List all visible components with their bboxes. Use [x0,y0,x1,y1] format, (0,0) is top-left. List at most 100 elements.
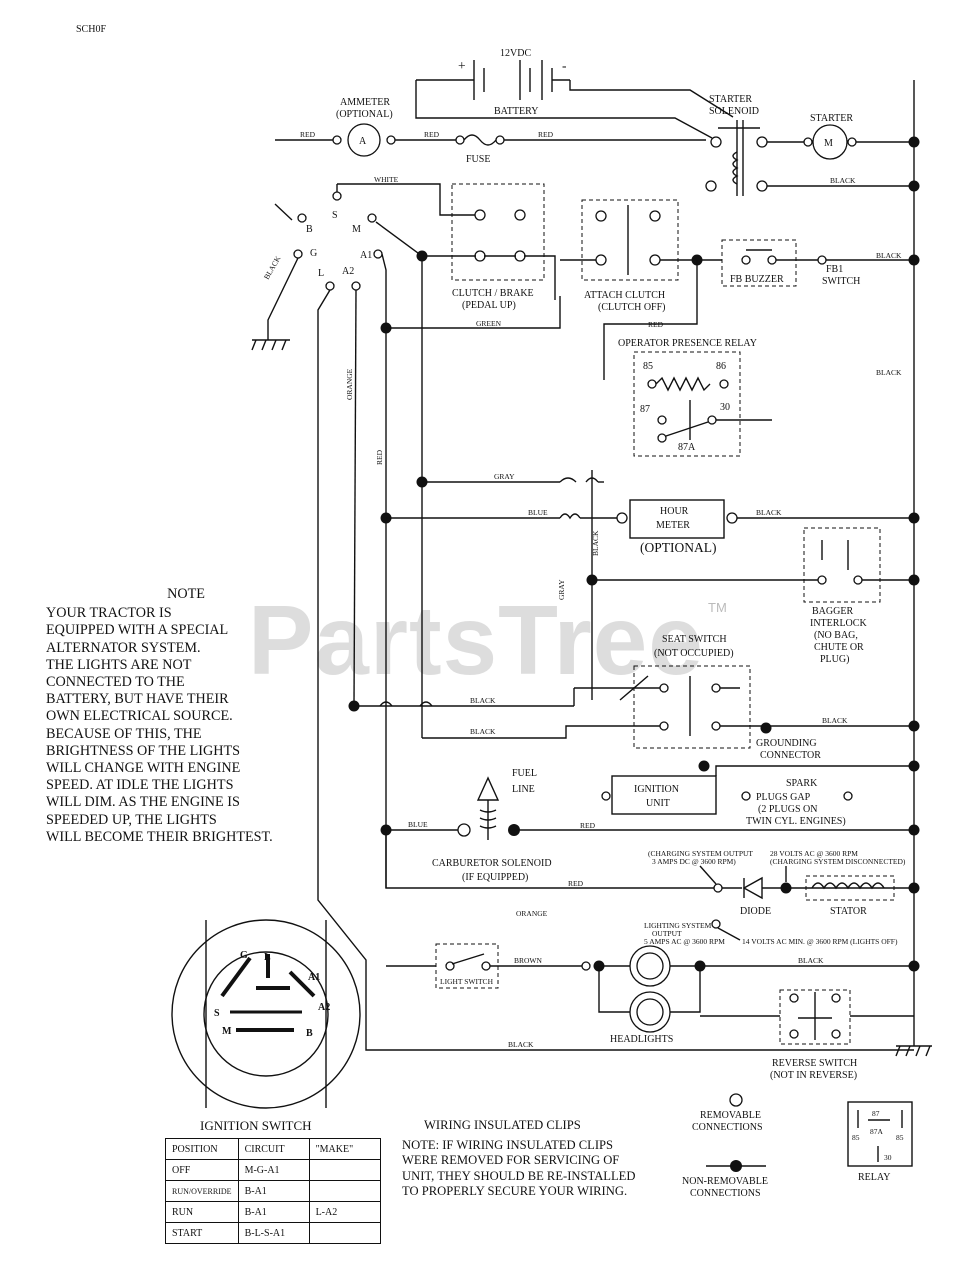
wire-black-seat-2: BLACK [470,727,496,736]
note-line: YOUR TRACTOR IS [46,605,172,622]
table-cell: RUN/OVERRIDE [165,1180,239,1202]
ground-symbol-right [895,1045,932,1057]
ground-symbol-left [251,339,290,351]
light-switch-label: LIGHT SWITCH [440,977,494,986]
wire-black-seat-1: BLACK [470,696,496,705]
operator-presence-relay: OPERATOR PRESENCE RELAY 85 86 87 30 87A [618,338,757,457]
starter-solenoid-label-1: STARTER [709,94,752,105]
note-line: BECAUSE OF THIS, THE [46,725,202,742]
face-B: B [306,1028,313,1039]
light-volts: 14 VOLTS AC MIN. @ 3600 RPM (LIGHTS OFF) [742,937,898,946]
wire-black-vert: BLACK [591,530,600,556]
nonremovable-label-2: CONNECTIONS [690,1188,761,1199]
removable-label-2: CONNECTIONS [692,1122,763,1133]
table-header-cell: "MAKE" [308,1138,381,1160]
hour-meter: HOUR METER (OPTIONAL) [616,499,738,555]
lighting-output: LIGHTING SYSTEM OUTPUT 5 AMPS AC @ 3600 … [644,919,898,946]
note-line: WILL BECOME THEIR BRIGHTEST. [46,828,273,845]
ammeter-label: AMMETER [340,97,390,108]
bagger-label-4: CHUTE OR [814,642,864,653]
wire-orange: ORANGE [345,368,354,400]
seat-label-2: (NOT OCCUPIED) [654,648,734,659]
opr-87: 87 [640,404,650,415]
ground-conn-label-1: GROUNDING [756,738,817,749]
carb-label-1: CARBURETOR SOLENOID [432,858,552,869]
starter-motor: M STARTER [803,113,857,160]
ign-term-S: S [332,210,338,221]
light-out-1: LIGHTING SYSTEM [644,921,712,930]
ignition-switch-face: G L A1 A2 S M B [171,919,361,1109]
face-A1: A1 [308,972,320,983]
note-line: WILL DIM. AS THE ENGINE IS [46,794,240,811]
ign-term-A1: A1 [360,250,372,261]
clips-line: TO PROPERLY SECURE YOUR WIRING. [402,1184,628,1198]
starter-solenoid: STARTER SOLENOID [705,94,768,196]
table-cell: B-L-S-A1 [237,1222,310,1244]
clutch-label-2: (PEDAL UP) [462,300,516,311]
wire-green: GREEN [476,319,502,328]
ignition-switch-table: POSITION CIRCUIT "MAKE" OFF M-G-A1 RUN/O… [165,1138,381,1244]
table-cell [308,1180,381,1202]
fb-buzzer: FB BUZZER [721,239,797,287]
fb1-label-2: SWITCH [822,276,860,287]
diode-label: DIODE [740,906,771,917]
opr-86: 86 [716,361,726,372]
table-header-cell: POSITION [165,1138,239,1160]
nonremovable-label-1: NON-REMOVABLE [682,1176,768,1187]
wire-red-1: RED [300,130,316,139]
table-cell [308,1222,381,1244]
wire-red-2: RED [424,130,440,139]
removable-label-1: REMOVABLE [700,1110,761,1121]
opr-87a: 87A [678,442,696,453]
light-switch: LIGHT SWITCH [435,943,499,989]
table-row: OFF M-G-A1 [165,1159,381,1181]
face-G: G [240,950,248,961]
table-cell: B-A1 [237,1180,310,1202]
relay-87a: 87A [870,1127,884,1136]
schematic-code: SCH0F [76,24,107,35]
watermark: PartsTree [248,585,704,695]
bus-dots-left [348,250,428,836]
note-line: CONNECTED TO THE [46,674,185,691]
clips-title: WIRING INSULATED CLIPS [424,1118,581,1132]
clips-line: WERE REMOVED FOR SERVICING OF [402,1153,620,1167]
seat-label-1: SEAT SWITCH [662,634,727,645]
opr-85: 85 [643,361,653,372]
wire-black-bottom: BLACK [508,1040,534,1049]
wiring-clips-note: WIRING INSULATED CLIPS NOTE: IF WIRING I… [402,1118,635,1200]
note-line: OWN ELECTRICAL SOURCE. [46,708,233,725]
fuse: FUSE [455,134,505,165]
starter-label: STARTER [810,113,853,124]
bagger-label-1: BAGGER [812,606,853,617]
spark-label-3: (2 PLUGS ON [758,804,817,815]
note-line: THE LIGHTS ARE NOT [46,656,192,673]
wire-red-4: RED [648,320,664,329]
stator: STATOR [805,875,895,917]
relay-30: 30 [884,1153,892,1162]
note-line: BATTERY, BUT HAVE THEIR [46,691,229,708]
spark-label-2: PLUGS GAP [756,792,811,803]
note-title: NOTE [167,586,205,602]
wire-white: WHITE [374,175,399,184]
bagger-interlock: BAGGER INTERLOCK (NO BAG, CHUTE OR PLUG) [803,527,881,665]
diode: DIODE [713,876,784,917]
clips-line: NOTE: IF WIRING INSULATED CLIPS [402,1137,614,1152]
starter-motor-symbol: M [824,138,833,149]
hour-meter-label-1: HOUR [660,506,689,517]
bagger-label-2: INTERLOCK [810,618,867,629]
fuel-label-2: LINE [512,784,535,795]
headlights: HEADLIGHTS [610,945,673,1045]
fuel-label-1: FUEL [512,768,537,779]
clutch-brake-switch: CLUTCH / BRAKE (PEDAL UP) [451,183,545,311]
legend-removable: REMOVABLE CONNECTIONS [692,1093,763,1133]
ign-term-A2: A2 [342,266,354,277]
note-line: SPEED. AT IDLE THE LIGHTS [46,777,234,794]
wire-red-3: RED [538,130,554,139]
ammeter-optional: (OPTIONAL) [336,109,393,120]
carb-label-2: (IF EQUIPPED) [462,872,528,883]
charge-volts-1: 28 VOLTS AC @ 3600 RPM [770,849,858,858]
ammeter-symbol: A [359,136,367,147]
note-line: WILL CHANGE WITH ENGINE [46,760,241,777]
bagger-label-5: PLUG) [820,654,849,665]
